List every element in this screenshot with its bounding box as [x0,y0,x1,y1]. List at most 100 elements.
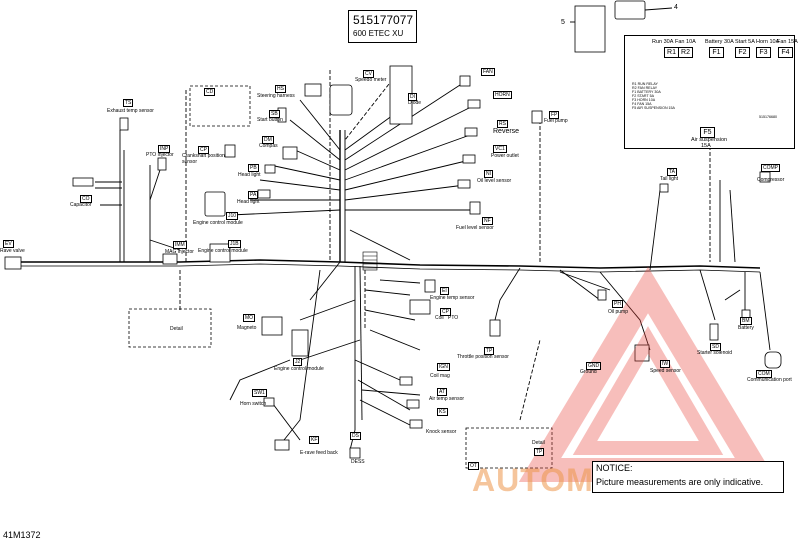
code-cd: CD [204,88,216,96]
fuse-legend-line: F2 START 5A [632,94,654,98]
label-capacitor: Capacitor [70,202,92,208]
fuse-rating-f4: Fan 15A [777,39,798,45]
fuse-position-f2: F2 [735,47,750,58]
fuse-f5-label: Air suspension [691,137,728,143]
code-cp: CP [198,146,209,154]
code-sd: SD [710,343,721,351]
fuse-panel-code: 515176680 [759,115,777,119]
code-gnd: GND [586,362,602,370]
fuse-f5-rating: 15A [701,143,711,149]
code-com: COM [756,370,772,378]
label-power-outlet: Power outlet [491,153,519,159]
label-fuel-level: Fuel level sensor [456,225,494,231]
label-air-temp: Air temp sensor [429,396,465,402]
label-head-light-1: Head light [238,172,261,178]
fuse-position-f4: F4 [778,47,793,58]
code-tp-detail: TP [534,448,545,456]
code-rs: RS [497,120,508,128]
callout-5: 5 [561,19,565,26]
code-ei: EI [440,287,449,295]
label-comm-port: Communication port [747,377,792,383]
label-oil-level: Oil level sensor [477,178,512,184]
label-ecm-2: Engine control module [198,248,248,254]
label-fuel-pump: Fuel pump [544,118,568,124]
code-ot: OT [468,462,479,470]
code-iw: IW [660,360,671,368]
label-reverse: Reverse [493,128,520,135]
code-bm: BM [740,317,752,325]
fuse-rating-f2: Start 5A [735,39,755,45]
label-dess: DESS [351,459,365,465]
fuse-rating-f1: Battery 30A [705,39,734,45]
fuse-position-f3: F3 [756,47,771,58]
code-di: DI [408,93,417,101]
label-detail-1: Detail [170,326,183,332]
label-start-button: Start button [257,117,283,123]
label-oil-pump: Oil pump [608,309,629,315]
fuse-legend-line: F3 HORN 10A [632,98,656,102]
model-name: 600 ETEC XU [353,29,404,38]
label-knock: Knock sensor [426,429,457,435]
code-pb: PB [248,164,259,172]
document-number: 41M1372 [3,530,41,540]
label-coil-pto: Coil [435,315,444,321]
fuse-legend-line: R2 FAN RELAY [632,86,658,90]
label-coil-mag: Coil mag [430,373,450,379]
code-j2: J2 [293,358,303,366]
code-nf: NF [482,217,493,225]
label-tail-light: Tail light [660,176,679,182]
label-mag-injector: MAG injector [165,249,194,255]
code-cv: CV [363,70,374,78]
code-dm: DM [262,136,274,144]
fuse-rating-r2: Fan 10A [675,39,696,45]
fuse-position-f1: F1 [709,47,724,58]
label-compressor: Compressor [757,177,785,183]
notice-box: NOTICE: Picture measurements are only in… [592,461,784,493]
code-comp: COMP [761,164,780,172]
label-ecm-1: Engine control module [193,220,243,226]
label-speedo: Speedo meter [355,77,387,83]
code-ts: TS [123,99,134,107]
code-j1b: J1B [228,240,241,248]
code-kf: KF [309,436,320,444]
label-speed-sensor: Speed sensor [650,368,681,374]
label-engine-temp: Engine temp sensor [430,295,475,301]
fuse-position-f5: F5 [700,127,715,138]
code-at: AT [437,388,448,396]
code-coil-pto: CP [440,308,451,316]
fuse-position-r2: R2 [678,47,693,58]
label-pto-injector: PTO injector [146,152,174,158]
code-ev: EV [3,240,14,248]
label-ecm-3: Engine control module [274,366,324,372]
fuse-position-r1: R1 [664,47,679,58]
fuse-rating-f3: Horn 10A [756,39,780,45]
fuse-rating-r1: Run 30A [652,39,674,45]
code-fp: FP [549,111,560,119]
label-horn-switch: Horn switch [240,401,267,407]
label-crankshaft: Crankshaft position [182,153,225,159]
code-ign: IGN [437,363,450,371]
part-number: 515177077 [353,13,414,27]
code-horn: HORN [493,91,512,99]
code-j10: J10 [226,212,239,220]
label-exhaust-temp: Exhaust temp sensor [107,108,154,114]
code-vc1: VC1 [493,145,507,153]
code-pa: PA [248,191,259,199]
code-sw1: SW1 [252,389,267,397]
callout-4: 4 [674,4,678,11]
label-battery: Battery [738,325,754,331]
code-ks: KS [437,408,448,416]
code-fan: FAN [481,68,495,76]
code-sb: SB [269,110,280,118]
label-head-light-2: Head light [237,199,260,205]
code-hs: HS [275,85,286,93]
label-magneto: Magneto [237,325,257,331]
label-starter-solenoid: Starter solenoid [697,350,733,356]
code-mo: MO [243,314,256,322]
label-crankshaft-2: sensor [182,159,198,165]
part-number-box: 515177077 600 ETEC XU [348,10,417,43]
fuse-legend-line: F1 BATTERY 30A [632,90,661,94]
label-steering-harness: Steering harness [257,93,295,99]
code-ni: NI [484,170,493,178]
